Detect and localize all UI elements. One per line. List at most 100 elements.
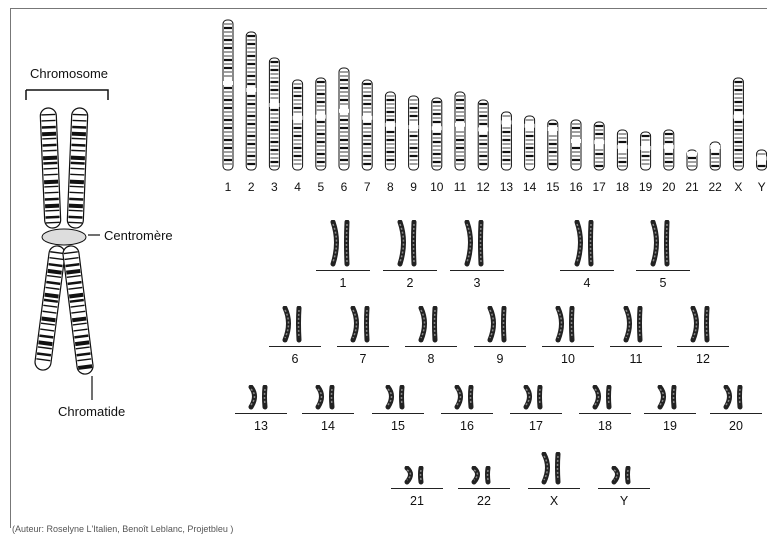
karyotype-underline <box>391 488 443 489</box>
ideogram-chromosome-6 <box>338 67 350 171</box>
karyotype-chromosomes-14 <box>315 385 335 410</box>
karyotype-chromosomes-2 <box>397 220 417 267</box>
chromatid-right <box>62 107 94 375</box>
ideogram-label: 18 <box>615 180 630 194</box>
karyotype-number: Y <box>619 494 629 508</box>
karyotype-chromosomes-19 <box>657 385 677 410</box>
karyotype-underline <box>383 270 437 271</box>
karyotype-underline <box>269 346 321 347</box>
karyotype-number: 6 <box>291 352 299 366</box>
karyotype-underline <box>235 413 287 414</box>
karyotype-underline <box>710 413 762 414</box>
karyotype-underline <box>474 346 526 347</box>
ideogram-label: 9 <box>410 180 417 194</box>
karyotype-number: 3 <box>473 276 481 290</box>
ideogram-label: 7 <box>363 180 371 194</box>
ideogram-chromosome-13 <box>500 111 512 171</box>
karyotype-number: X <box>549 494 559 508</box>
ideogram-label: 10 <box>430 180 444 194</box>
ideogram-chromosome-16 <box>570 119 582 171</box>
karyotype-number: 9 <box>496 352 504 366</box>
karyotype-number: 1 <box>339 276 347 290</box>
ideogram-label: 1 <box>224 180 232 194</box>
ideogram-label: 17 <box>592 180 606 194</box>
ideogram-chart <box>222 19 767 171</box>
karyotype-chromosomes-22 <box>471 466 491 485</box>
karyotype-underline <box>458 488 510 489</box>
karyotype-underline <box>598 488 650 489</box>
ideogram-label: 5 <box>317 180 325 194</box>
ideogram-chromosome-1 <box>222 19 234 171</box>
ideogram-label: 11 <box>453 180 467 194</box>
karyotype-number: 21 <box>410 494 424 508</box>
karyotype-number: 2 <box>406 276 414 290</box>
karyotype-chromosomes-7 <box>350 306 370 343</box>
chromatid-right-lower-arm <box>62 245 94 375</box>
ideogram-label: 12 <box>476 180 490 194</box>
karyotype-chromosomes-21 <box>404 466 424 485</box>
karyotype-chromosomes-1 <box>330 220 350 267</box>
karyotype-chromosomes-5 <box>650 220 670 267</box>
ideogram-label: 6 <box>340 180 348 194</box>
karyotype-chromosomes-20 <box>723 385 743 410</box>
karyotype-number: 7 <box>359 352 367 366</box>
chromatid-left-upper-arm <box>39 107 62 229</box>
karyotype-number: 15 <box>391 419 405 433</box>
ideogram-chromosome-20 <box>663 129 675 171</box>
karyotype-underline <box>441 413 493 414</box>
ideogram-label: 14 <box>522 180 537 194</box>
ideogram-chromosome-12 <box>477 99 489 171</box>
karyotype-underline <box>579 413 631 414</box>
chromatid-left-lower-arm <box>34 245 66 371</box>
karyotype-chromosomes-8 <box>418 306 438 343</box>
karyotype-underline <box>337 346 389 347</box>
karyotype-number: 5 <box>659 276 667 290</box>
karyotype-chromosomes-18 <box>592 385 612 410</box>
ideogram-chromosome-14 <box>524 115 536 171</box>
chromosome-diagram <box>25 89 109 400</box>
chromosome-label: Chromosome <box>30 66 109 81</box>
karyotype-number: 22 <box>477 494 491 508</box>
ideogram-chromosome-4 <box>292 79 304 171</box>
karyotype-chromosomes-4 <box>574 220 594 267</box>
karyotype-chromosomes-6 <box>282 306 302 343</box>
karyotype-number: 14 <box>321 419 335 433</box>
karyotype-number: 13 <box>254 419 268 433</box>
ideogram-label: 16 <box>569 180 583 194</box>
karyotype-number: 18 <box>598 419 612 433</box>
chromatid-right-upper-arm <box>66 107 89 229</box>
karyotype-underline <box>405 346 457 347</box>
credit-text: (Auteur: Roselyne L'Italien, Benoît Lebl… <box>12 524 234 534</box>
ideogram-chromosome-15 <box>547 119 559 171</box>
karyotype-number: 17 <box>529 419 543 433</box>
ideogram-chromosome-2 <box>245 31 257 171</box>
centromere <box>41 228 87 246</box>
ideogram-label: 13 <box>499 180 514 194</box>
karyotype-underline <box>542 346 594 347</box>
karyotype-number: 12 <box>696 352 710 366</box>
ideogram-chromosome-22 <box>709 141 721 171</box>
karyotype-chromosomes-3 <box>464 220 484 267</box>
karyotype-underline <box>560 270 614 271</box>
ideogram-chromosome-8 <box>384 91 396 171</box>
karyotype-underline <box>528 488 580 489</box>
karyotype-underline <box>644 413 696 414</box>
karyotype-underline <box>677 346 729 347</box>
karyotype-number: 16 <box>460 419 474 433</box>
ideogram-label: 3 <box>271 180 278 194</box>
karyotype-number: 19 <box>663 419 677 433</box>
karyotype-chromosomes-10 <box>555 306 575 343</box>
karyotype-underline <box>316 270 370 271</box>
karyotype-underline <box>302 413 354 414</box>
ideogram-label: 2 <box>247 180 255 194</box>
ideogram-chromosome-18 <box>616 129 628 171</box>
ideogram-label: 20 <box>662 180 676 194</box>
karyotype-chromosomes-13 <box>248 385 268 410</box>
ideogram-label: 21 <box>685 180 699 194</box>
ideogram-label: 8 <box>387 180 394 194</box>
karyotype-number: 10 <box>561 352 575 366</box>
karyotype-chromosomes-Y <box>611 466 631 485</box>
karyotype-number: 4 <box>583 276 591 290</box>
karyotype-chromosomes-X <box>541 452 561 485</box>
